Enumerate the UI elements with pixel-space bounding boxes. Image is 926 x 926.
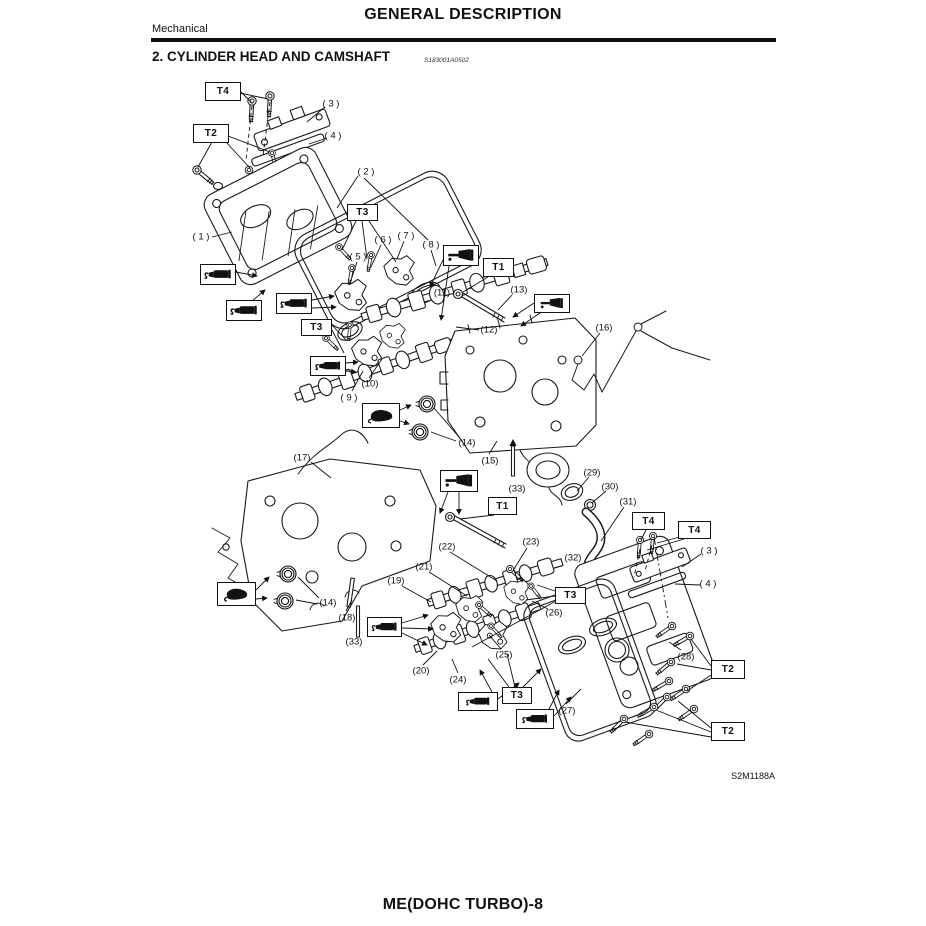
tool-ref-box-t2-1: T2: [193, 124, 229, 143]
part-callout-24-23: (24): [449, 674, 467, 686]
tool-ref-box-t4-7: T4: [678, 521, 711, 539]
part-callout-22-21: (22): [438, 541, 456, 553]
liquid-gasket-icon-box-4: [367, 617, 402, 637]
part-callout-20-19: (20): [412, 665, 430, 677]
liquid-gasket-icon: [280, 298, 307, 308]
leader-lines: [197, 90, 712, 738]
figure-reference-code: S183001A0502: [424, 57, 469, 64]
camshaft-intake-left-part: [426, 557, 564, 610]
part-callout-7-6: ( 7 ): [397, 230, 415, 242]
part-callout-13-12: (13): [510, 284, 528, 296]
liquid-gasket-icon-box-6: [516, 709, 554, 729]
engine-harness: [571, 310, 711, 393]
tool-ref-box-t1-3: T1: [483, 258, 514, 277]
cylinder-head-bolt: [452, 288, 506, 323]
header-rule: [151, 38, 776, 42]
part-callout-3-2: ( 3 ): [322, 98, 340, 110]
part-callout-8-7: ( 8 ): [422, 239, 440, 251]
apply-grease-icon-box-10: [362, 403, 400, 428]
tool-ref-box-t3-8: T3: [555, 587, 586, 604]
part-callout-16-15: (16): [595, 322, 613, 334]
liquid-gasket-icon: [230, 305, 257, 315]
part-callout-4-36: ( 4 ): [699, 578, 717, 590]
part-callout-10-9: (10): [361, 378, 379, 390]
part-callout-9-8: ( 9 ): [340, 392, 358, 404]
part-callout-2-1: ( 2 ): [357, 166, 375, 178]
part-callout-25-24: (25): [495, 649, 513, 661]
liquid-gasket-icon-box-2: [276, 293, 312, 314]
part-callout-28-27: (28): [677, 651, 695, 663]
apply-oil-icon: [445, 474, 473, 487]
cylinder-head-right-part: [439, 314, 597, 506]
part-callout-33-33: (33): [345, 636, 363, 648]
apply-oil-icon: [540, 297, 563, 309]
tool-ref-box-t3-2: T3: [347, 204, 378, 221]
part-callout-30-29: (30): [601, 481, 619, 493]
apply-grease-icon-box-11: [217, 582, 256, 606]
part-callout-32-31: (32): [564, 552, 582, 564]
page-title: GENERAL DESCRIPTION: [364, 6, 562, 23]
apply-grease-icon: [223, 588, 248, 602]
tool-ref-box-t2-10: T2: [711, 660, 745, 679]
liquid-gasket-icon: [522, 714, 547, 724]
liquid-gasket-icon: [371, 622, 397, 632]
cylinder-head-left-part: [211, 429, 437, 632]
part-callout-17-16: (17): [293, 452, 311, 464]
cylinder-head-bolt-left: [444, 511, 507, 549]
camshaft-exhaust-part: [294, 334, 466, 403]
image-code: S2M1188A: [731, 771, 775, 781]
part-callout-21-20: (21): [415, 561, 433, 573]
part-callout-6-5: ( 6 ): [374, 234, 392, 246]
liquid-gasket-icon-box-1: [226, 300, 262, 321]
section-label: Mechanical: [152, 23, 208, 35]
tool-ref-box-t3-4: T3: [301, 319, 332, 336]
page-footer: ME(DOHC TURBO)-8: [382, 896, 544, 913]
liquid-gasket-icon: [315, 361, 340, 371]
apply-grease-icon: [367, 409, 393, 424]
figure-title: 2. CYLINDER HEAD AND CAMSHAFT: [152, 49, 391, 64]
liquid-gasket-icon: [204, 269, 231, 279]
liquid-gasket-icon: [465, 697, 490, 706]
part-callout-12-11: (12): [480, 324, 498, 336]
part-callout-29-28: (29): [583, 467, 601, 479]
tool-ref-box-t4-6: T4: [632, 512, 665, 530]
liquid-gasket-icon-box-0: [200, 264, 236, 285]
liquid-gasket-icon-box-3: [310, 356, 346, 376]
camshaft-support-part: [251, 105, 331, 167]
apply-oil-icon-box-7: [443, 245, 479, 266]
part-callout-15-14: (15): [481, 455, 499, 467]
stud-bolt: [509, 438, 517, 477]
apply-oil-icon: [448, 249, 474, 261]
part-callout-11-10: (11): [433, 287, 451, 299]
tool-ref-box-t3-9: T3: [502, 687, 532, 704]
part-callout-14-13: (14): [458, 437, 476, 449]
tool-ref-box-t1-5: T1: [488, 497, 517, 515]
part-callout-33-32: (33): [508, 483, 526, 495]
part-callout-23-22: (23): [522, 536, 540, 548]
part-callout-1-0: ( 1 ): [192, 231, 210, 243]
part-callout-3-35: ( 3 ): [700, 545, 718, 557]
tool-ref-box-t4-0: T4: [205, 82, 241, 101]
part-callout-4-3: ( 4 ): [324, 130, 342, 142]
part-callout-14-34: (14): [319, 597, 337, 609]
apply-oil-icon-box-8: [534, 294, 570, 313]
part-callout-19-18: (19): [387, 575, 405, 587]
liquid-gasket-icon-box-5: [458, 692, 498, 711]
part-callout-26-25: (26): [545, 607, 563, 619]
part-callout-27-26: (27): [558, 705, 576, 717]
part-callout-31-30: (31): [619, 496, 637, 508]
part-callout-5-4: ( 5 ): [349, 251, 367, 263]
part-callout-18-17: (18): [338, 612, 356, 624]
apply-oil-icon-box-9: [440, 470, 478, 492]
tool-ref-box-t2-11: T2: [711, 722, 745, 741]
